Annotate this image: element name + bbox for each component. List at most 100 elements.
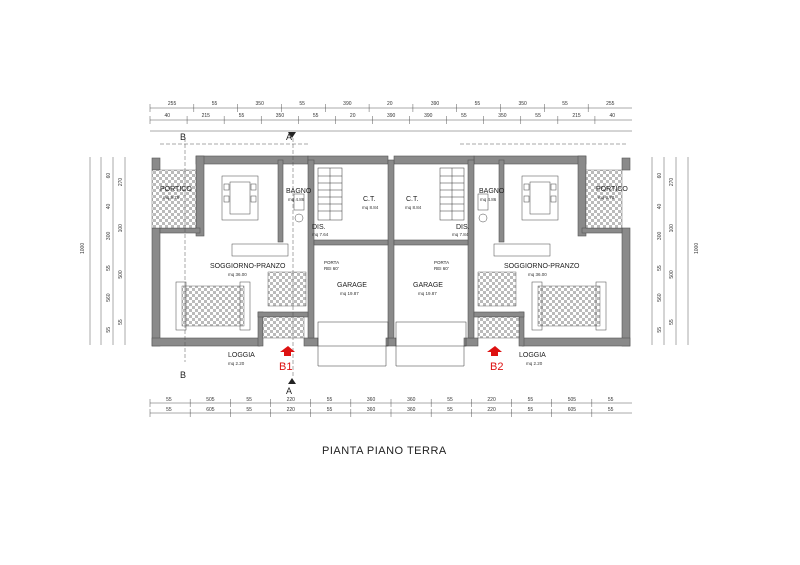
garage-door-left bbox=[317, 321, 389, 347]
bottom-row1-dim-0: 55 bbox=[166, 397, 172, 403]
top-row1-dim-1: 55 bbox=[212, 101, 218, 107]
right-col2-dim-2: 500 bbox=[669, 270, 675, 279]
living-left bbox=[175, 243, 307, 331]
section-b-bottom-label: B bbox=[180, 370, 186, 380]
portico-left-name: PORTICO bbox=[160, 186, 192, 193]
top-row1-dim-7: 55 bbox=[475, 101, 481, 107]
section-a-bottom-label: A bbox=[286, 386, 292, 396]
left-total-dim: 1000 bbox=[80, 243, 86, 254]
bottom-row2-dim-10: 605 bbox=[568, 407, 577, 413]
top-row1-dim-0: 255 bbox=[168, 101, 177, 107]
bottom-row2-dim-3: 220 bbox=[287, 407, 296, 413]
left-col1-dim-0: 60 bbox=[106, 173, 112, 179]
bottom-row1-dim-6: 360 bbox=[407, 397, 416, 403]
unit-b2-label: B2 bbox=[490, 361, 503, 373]
right-col2-dim-3: 55 bbox=[669, 319, 675, 325]
top-row1-dim-2: 350 bbox=[256, 101, 265, 107]
soggiorno-right-name: SOGGIORNO-PRANZO bbox=[504, 263, 580, 270]
right-col1-dim-0: 60 bbox=[657, 173, 663, 179]
right-total-dim: 1000 bbox=[694, 243, 700, 254]
right-dimensions bbox=[651, 157, 689, 345]
section-a-top-label: A bbox=[286, 132, 292, 142]
drawing-title: PIANTA PIANO TERRA bbox=[322, 445, 447, 457]
bottom-row1-dim-9: 55 bbox=[528, 397, 534, 403]
top-row2-dim-6: 390 bbox=[387, 113, 396, 119]
right-col1-dim-5: 55 bbox=[657, 327, 663, 333]
bottom-row2-dim-1: 605 bbox=[206, 407, 215, 413]
entrance-arrow-b2 bbox=[487, 346, 502, 356]
unit-b1-label: B1 bbox=[279, 361, 292, 373]
stairs-left bbox=[317, 167, 343, 221]
left-col1-dim-4: 560 bbox=[106, 293, 112, 302]
soggiorno-left-name: SOGGIORNO-PRANZO bbox=[210, 263, 286, 270]
section-a-bottom-arrow bbox=[288, 378, 296, 384]
left-col2-dim-2: 500 bbox=[118, 270, 124, 279]
bath-right-fixtures bbox=[477, 193, 489, 223]
top-row1-dim-9: 55 bbox=[562, 101, 568, 107]
living-right bbox=[477, 243, 607, 331]
bottom-row1-dim-4: 55 bbox=[327, 397, 333, 403]
top-row2-dim-3: 350 bbox=[276, 113, 285, 119]
porta-right-line1: PORTA bbox=[434, 260, 449, 265]
top-row2-dim-4: 55 bbox=[313, 113, 319, 119]
dis-right-name: DIS. bbox=[456, 224, 470, 231]
bottom-row1-dim-2: 55 bbox=[246, 397, 252, 403]
loggia-left-floor bbox=[262, 316, 305, 339]
top-row1-dim-5: 20 bbox=[387, 101, 393, 107]
top-dimensions bbox=[150, 107, 632, 132]
bath-left-fixtures bbox=[293, 193, 305, 223]
loggia-right-name: LOGGIA bbox=[519, 352, 546, 359]
dis-left-area: mq 7.64 bbox=[312, 232, 329, 237]
left-col2-dim-3: 55 bbox=[118, 319, 124, 325]
loggia-left-name: LOGGIA bbox=[228, 352, 255, 359]
left-col2-dim-0: 270 bbox=[118, 178, 124, 187]
bagno-right-name: BAGNO bbox=[479, 188, 505, 195]
right-col1-dim-3: 55 bbox=[657, 265, 663, 271]
bagno-left-name: BAGNO bbox=[286, 188, 312, 195]
ct-right-name: C.T. bbox=[406, 196, 419, 203]
bottom-row2-dim-5: 360 bbox=[367, 407, 376, 413]
top-row2-dim-0: 40 bbox=[165, 113, 171, 119]
top-row2-dim-1: 215 bbox=[202, 113, 211, 119]
bottom-row1-dim-10: 505 bbox=[568, 397, 577, 403]
top-row1-dim-4: 390 bbox=[343, 101, 352, 107]
dining-table-left bbox=[221, 175, 259, 221]
loggia-right-floor bbox=[477, 316, 520, 339]
dis-left-name: DIS. bbox=[312, 224, 326, 231]
garage-door-right bbox=[395, 321, 467, 347]
bottom-row2-dim-11: 55 bbox=[608, 407, 614, 413]
porta-left-line2: REI 60' bbox=[324, 266, 339, 271]
dining-table-right bbox=[521, 175, 559, 221]
ct-right-area: mq 8.84 bbox=[405, 205, 422, 210]
top-row2-dim-12: 40 bbox=[609, 113, 615, 119]
bagno-left-area: mq 4.86 bbox=[288, 197, 305, 202]
bottom-row2-dim-4: 55 bbox=[327, 407, 333, 413]
ct-left-name: C.T. bbox=[363, 196, 376, 203]
bottom-row2-dim-7: 55 bbox=[447, 407, 453, 413]
portico-right-name: PORTICO bbox=[596, 186, 628, 193]
bottom-row2-dim-0: 55 bbox=[166, 407, 172, 413]
garage-right-name: GARAGE bbox=[413, 282, 443, 289]
walls bbox=[151, 155, 631, 347]
bottom-row1-dim-3: 220 bbox=[287, 397, 296, 403]
top-row2-dim-10: 55 bbox=[535, 113, 541, 119]
garage-left-area: mq 19.87 bbox=[340, 291, 359, 296]
bottom-row2-dim-2: 55 bbox=[246, 407, 252, 413]
bagno-right-area: mq 4.86 bbox=[480, 197, 497, 202]
top-row1-dim-8: 350 bbox=[518, 101, 527, 107]
bottom-row1-dim-11: 55 bbox=[608, 397, 614, 403]
top-row1-dim-3: 55 bbox=[299, 101, 305, 107]
stairs-right bbox=[439, 167, 465, 221]
entrance-arrow-b1 bbox=[280, 346, 295, 356]
portico-left-area: mq 9.78 bbox=[163, 195, 180, 200]
loggia-left-area: mq 2.20 bbox=[228, 361, 245, 366]
top-row2-dim-2: 55 bbox=[239, 113, 245, 119]
soggiorno-left-area: mq 36.00 bbox=[228, 272, 247, 277]
ct-left-area: mq 8.84 bbox=[362, 205, 379, 210]
porta-left-line1: PORTA bbox=[324, 260, 339, 265]
right-col1-dim-1: 40 bbox=[657, 203, 663, 209]
bottom-row1-dim-8: 220 bbox=[487, 397, 496, 403]
bottom-row1-dim-7: 55 bbox=[447, 397, 453, 403]
right-col2-dim-0: 270 bbox=[669, 178, 675, 187]
bottom-row1-dim-5: 360 bbox=[367, 397, 376, 403]
